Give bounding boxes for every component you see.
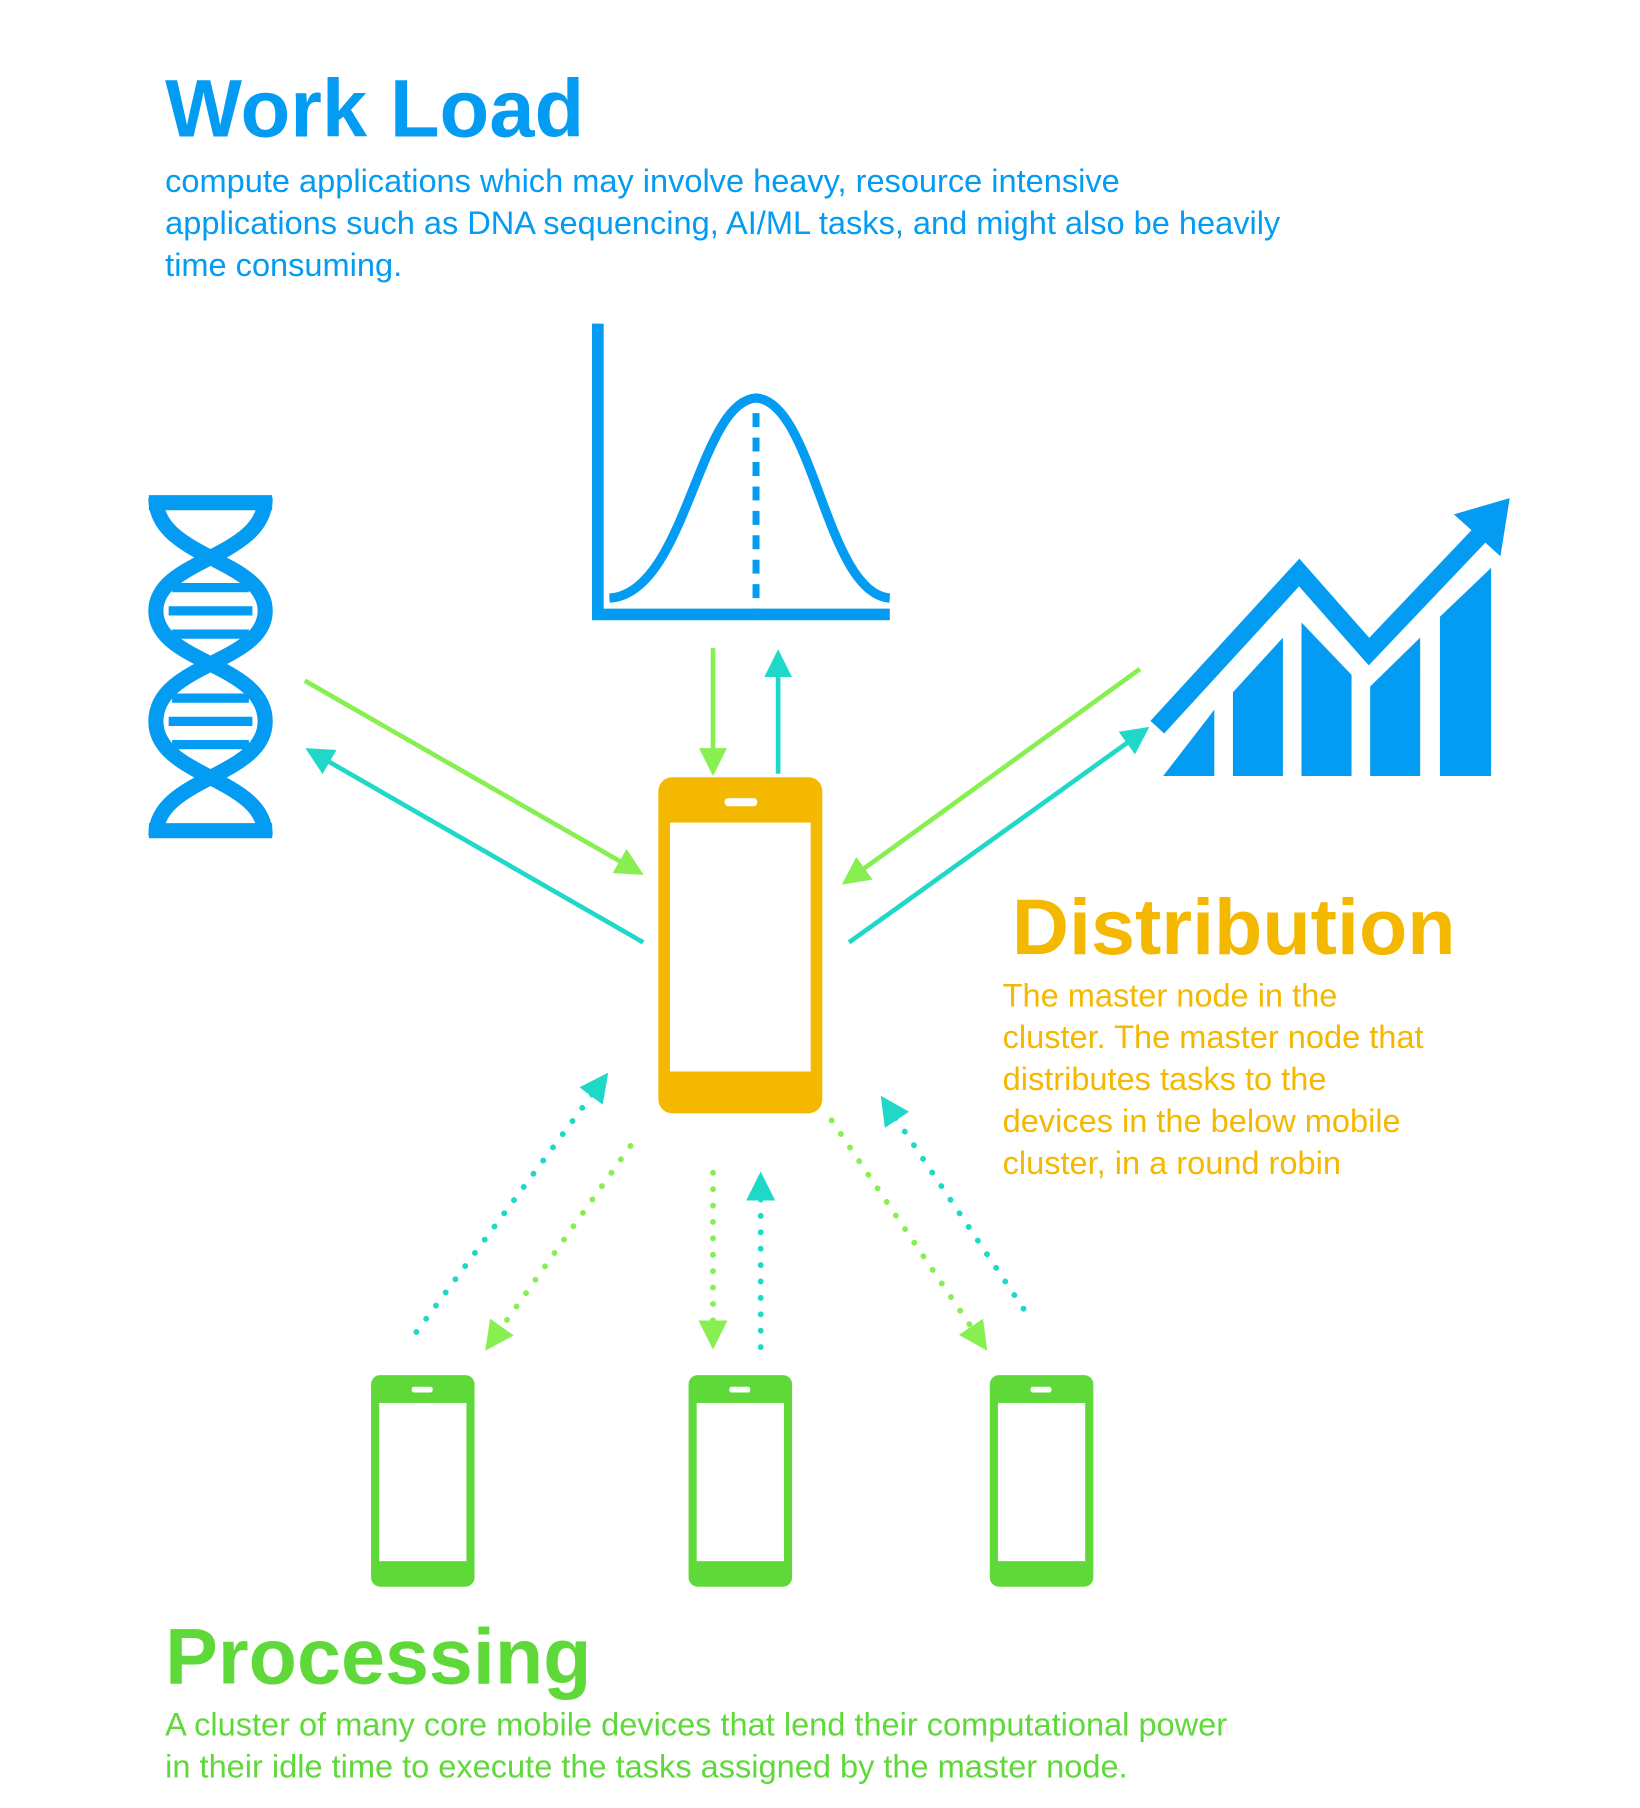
distribution-desc-line: The master node in the bbox=[1003, 977, 1338, 1013]
arrow-growth-to-master bbox=[841, 667, 1142, 885]
processing-desc-line: in their idle time to execute the tasks … bbox=[165, 1749, 1127, 1785]
workload-title: Work Load bbox=[165, 63, 584, 154]
master-phone-icon bbox=[658, 777, 823, 1114]
worker-phone-icon bbox=[688, 1375, 793, 1587]
distribution-arrows bbox=[413, 1072, 1027, 1351]
worker-phone-icon bbox=[371, 1375, 475, 1587]
distribution-desc-line: cluster, in a round robin bbox=[1003, 1145, 1341, 1181]
dotted-arrow-worker1-to-master bbox=[413, 1072, 609, 1335]
arrow-master-to-growth bbox=[847, 726, 1150, 945]
workload-desc-line: time consuming. bbox=[165, 247, 402, 283]
dotted-arrow-master-to-worker1 bbox=[485, 1143, 634, 1351]
distribution-desc-line: cluster. The master node that bbox=[1003, 1019, 1424, 1055]
processing-title: Processing bbox=[165, 1611, 591, 1700]
dna-icon bbox=[148, 495, 273, 839]
dotted-arrow-master-to-worker3 bbox=[828, 1117, 988, 1351]
distribution-title: Distribution bbox=[1012, 882, 1456, 971]
worker-phone-icon bbox=[989, 1375, 1094, 1587]
bell-curve-chart-icon bbox=[592, 323, 891, 621]
processing-desc-line: A cluster of many core mobile devices th… bbox=[165, 1707, 1227, 1743]
distribution-desc-line: distributes tasks to the bbox=[1003, 1061, 1327, 1097]
growth-chart-icon bbox=[1150, 498, 1510, 777]
workload-arrows bbox=[303, 648, 1150, 945]
workload-desc-line: applications such as DNA sequencing, AI/… bbox=[165, 205, 1281, 241]
workload-desc-line: compute applications which may involve h… bbox=[165, 163, 1120, 199]
arrow-master-to-dna bbox=[305, 748, 645, 945]
distribution-desc-line: devices in the below mobile bbox=[1003, 1103, 1401, 1139]
arrow-dna-to-master bbox=[303, 678, 644, 875]
